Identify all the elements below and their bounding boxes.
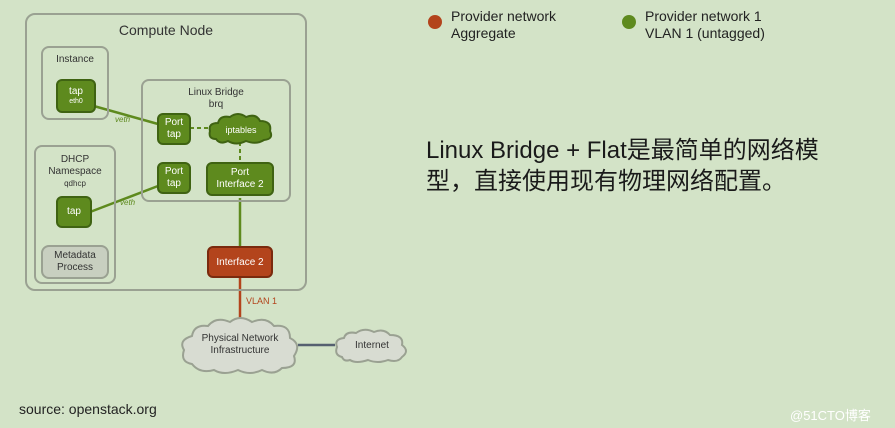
instance-tap-label: tap [69, 86, 83, 97]
legend-label-vlan1: Provider network 1 VLAN 1 (untagged) [645, 8, 765, 42]
physical-network-cloud-icon [181, 317, 299, 374]
instance-box [41, 46, 109, 120]
interface2-box: Interface 2 [207, 246, 273, 278]
dhcp-line3: qdhcp [64, 179, 86, 188]
legend-vlan1-line2: VLAN 1 (untagged) [645, 25, 765, 41]
dhcp-namespace-box [34, 145, 116, 284]
dhcp-namespace-title: DHCP Namespace qdhcp [34, 154, 116, 190]
port-tap-2-line1: Port [164, 166, 184, 177]
legend-aggregate-line2: Aggregate [451, 25, 516, 41]
description-line2: 型，直接使用现有物理网络配置。 [426, 168, 786, 195]
source-label: source: openstack.org [19, 401, 157, 417]
physical-network-line1: Physical Network [201, 333, 279, 344]
veth-line-dhcp [89, 184, 159, 214]
compute-node-title: Compute Node [118, 22, 214, 38]
instance-tap-sub: eth0 [69, 98, 83, 105]
dhcp-tap-label: tap [67, 206, 81, 217]
linux-bridge-box [141, 79, 291, 202]
instance-tap: tap eth0 [56, 79, 96, 113]
port-tap-1-line2: tap [167, 129, 181, 140]
metadata-line2: Process [56, 262, 94, 273]
physical-network-label: Physical Network Infrastructure [178, 333, 302, 357]
dhcp-tap: tap [56, 196, 92, 228]
port-tap-1-line1: Port [164, 117, 184, 128]
watermark: @51CTO博客 [790, 408, 871, 423]
instance-title: Instance [56, 54, 94, 65]
vlan-label: VLAN 1 [246, 296, 278, 306]
veth-label-2: veth [120, 198, 136, 207]
port-interface2: Port Interface 2 [206, 162, 274, 196]
port-tap-2: Port tap [157, 162, 191, 194]
dhcp-line2: Namespace [48, 166, 102, 177]
physical-network-line2: Infrastructure [210, 345, 270, 356]
port-interface2-line1: Port [230, 167, 250, 178]
iptables-label: iptables [225, 125, 257, 135]
veth-label-1: veth [115, 115, 131, 124]
legend-dot-aggregate [428, 15, 442, 29]
iptables-cloud-icon [208, 113, 273, 145]
internet-label: Internet [355, 340, 389, 351]
compute-node-box [25, 13, 307, 291]
linux-bridge-title: Linux Bridge brq [141, 87, 291, 111]
dhcp-line1: DHCP [60, 154, 90, 165]
metadata-line1: Metadata [54, 250, 96, 261]
linux-bridge-name: Linux Bridge [188, 87, 244, 98]
legend-vlan1-line1: Provider network 1 [645, 8, 762, 24]
description-text: Linux Bridge + Flat是最简单的网络模 型，直接使用现有物理网络… [426, 135, 819, 197]
port-interface2-line2: Interface 2 [216, 179, 264, 190]
legend-dot-vlan1 [622, 15, 636, 29]
description-line1: Linux Bridge + Flat是最简单的网络模 [426, 137, 819, 164]
linux-bridge-sub: brq [208, 99, 224, 110]
port-tap-2-line2: tap [167, 178, 181, 189]
legend-label-aggregate: Provider network Aggregate [451, 8, 556, 42]
legend-aggregate-line1: Provider network [451, 8, 557, 24]
port-tap-1: Port tap [157, 113, 191, 145]
internet-cloud-icon [335, 328, 407, 363]
metadata-process: Metadata Process [41, 245, 109, 279]
